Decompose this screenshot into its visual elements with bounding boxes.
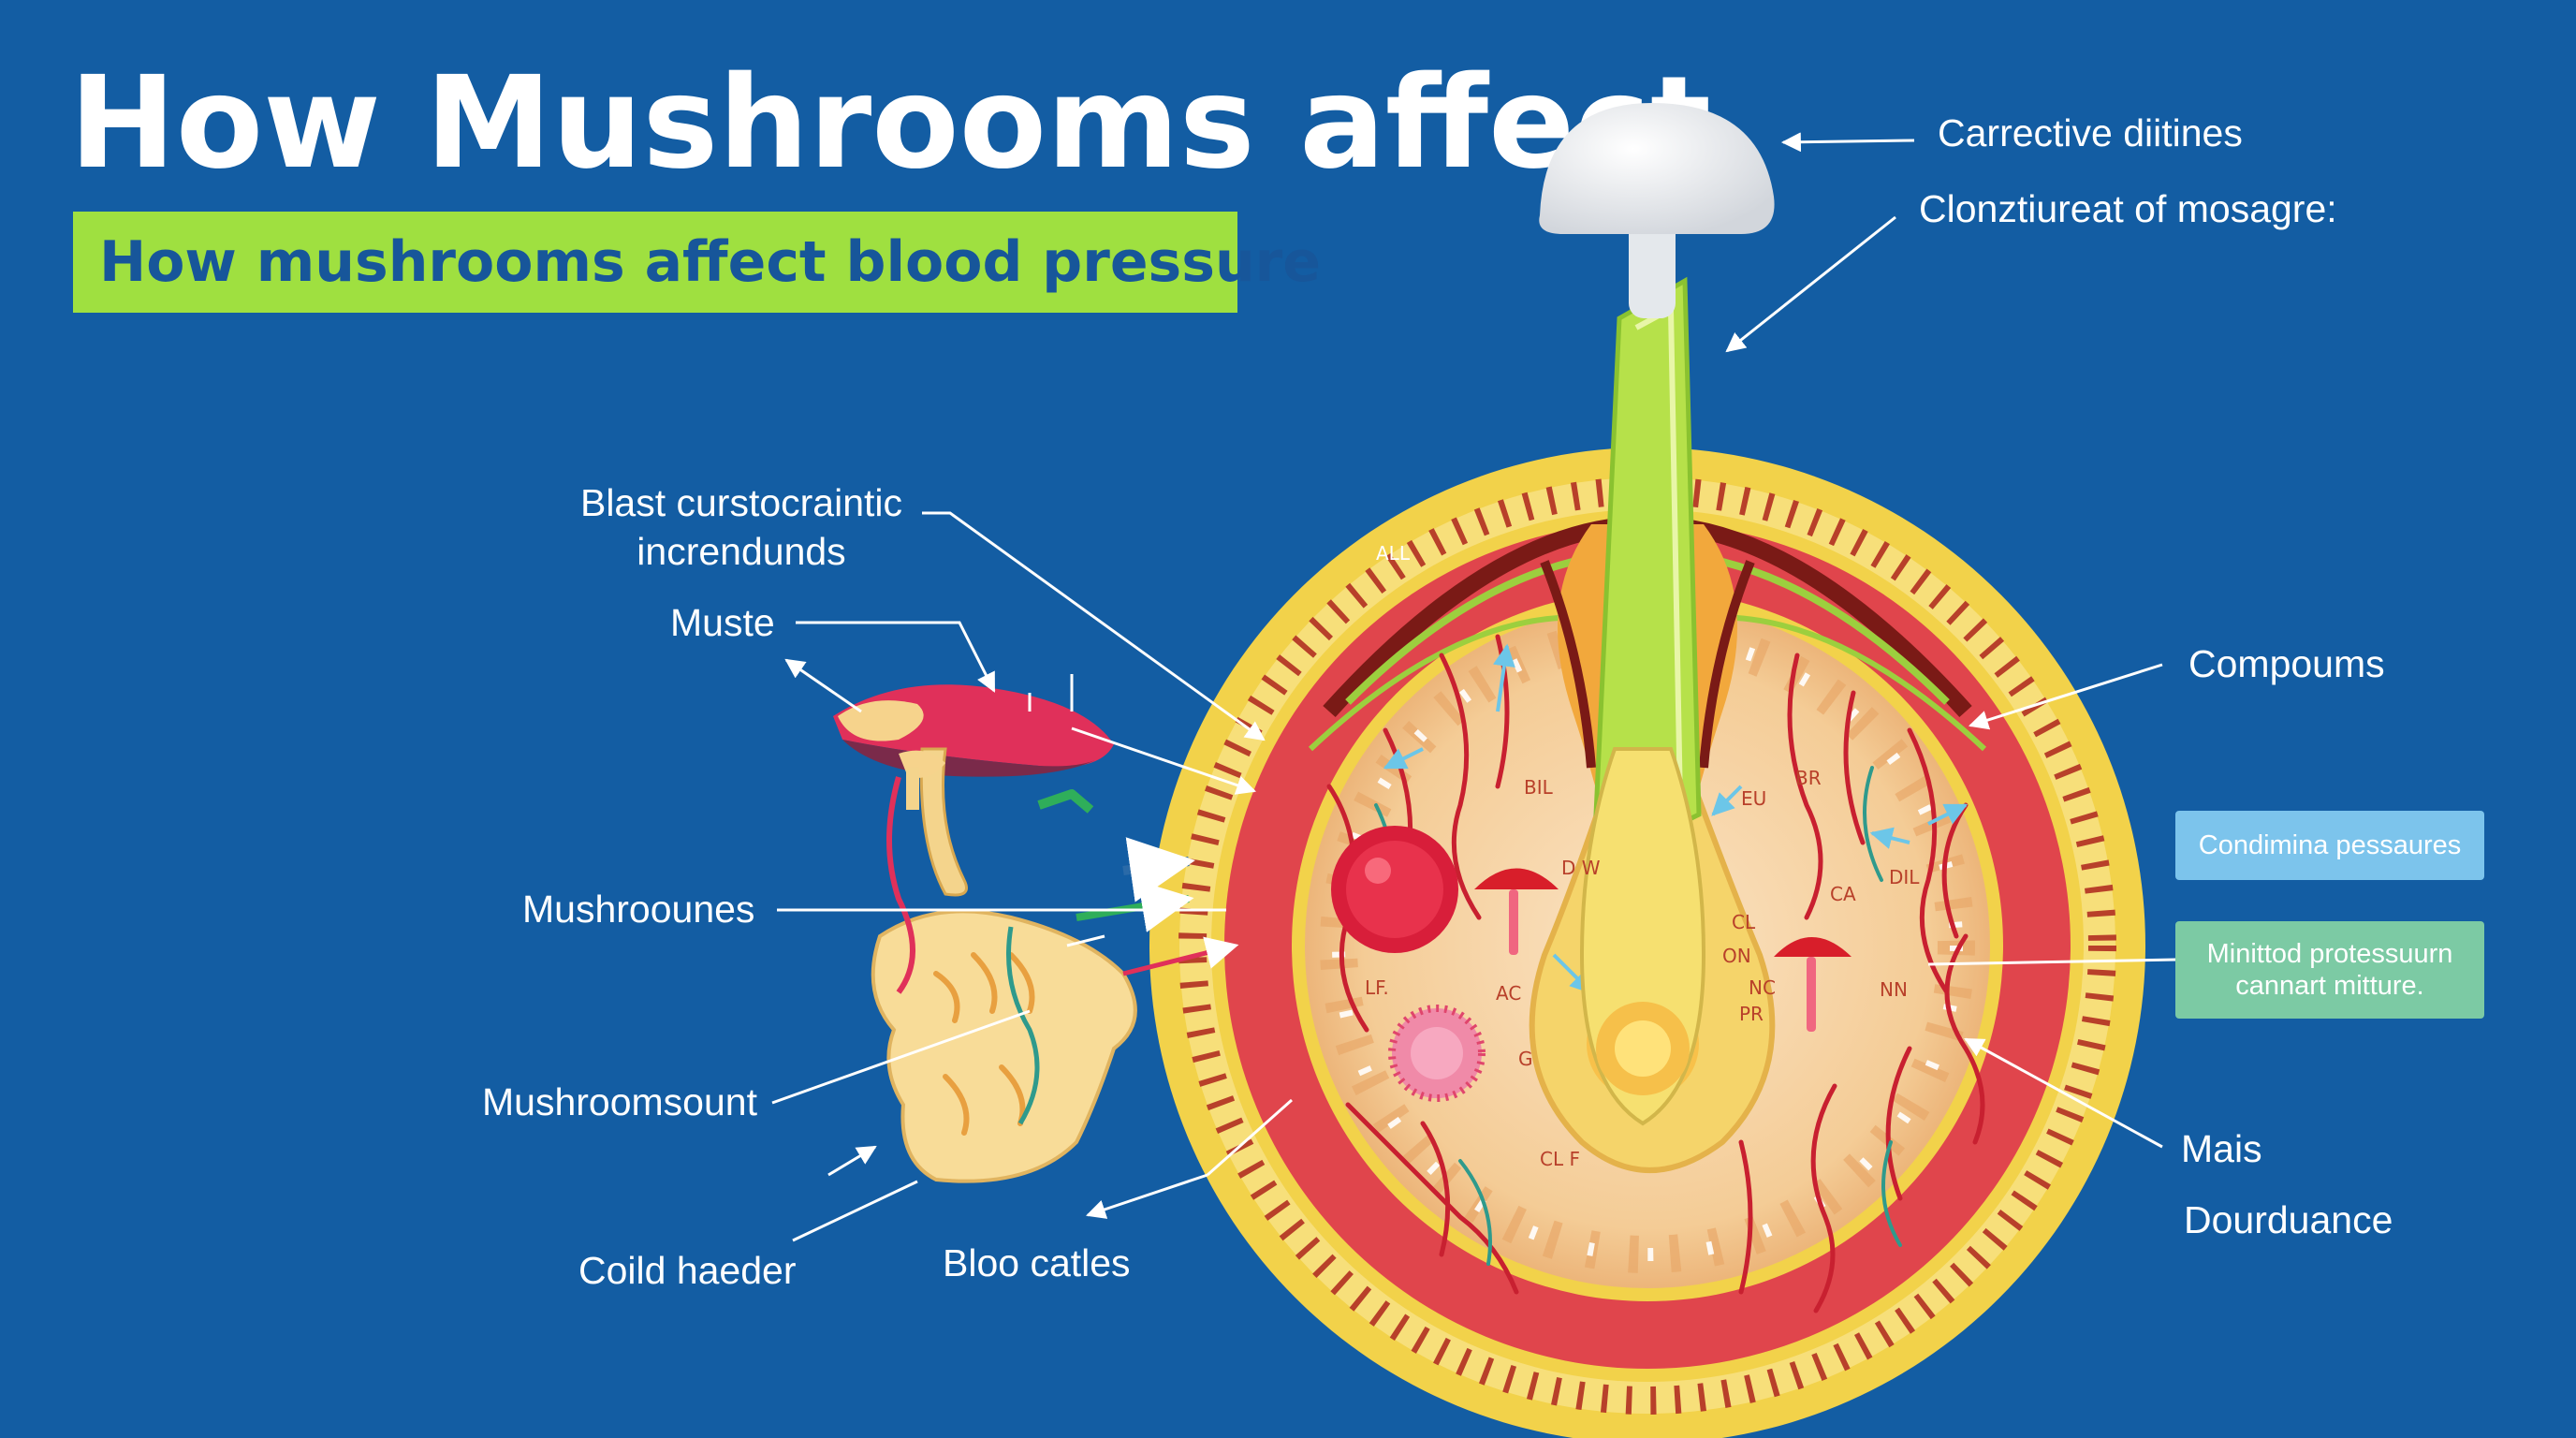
tiny-label-br: BR (1795, 767, 1822, 789)
info-box-minittod-line1: Minittod protessuurn (2206, 939, 2453, 969)
stem-with-mushroom (1539, 103, 1775, 1126)
page-title: How Mushrooms affect (69, 50, 1711, 198)
label-clonztiureat: Clonztiureat of mosagre: (1919, 187, 2337, 230)
tiny-label-ca: CA (1830, 883, 1856, 905)
tiny-labels: ALL BIL D W LF. AC G CL F EU BR CA DIL C… (1365, 542, 1920, 1170)
tiny-label-eu: EU (1741, 787, 1766, 810)
subtitle-banner: How mushrooms affect blood pressure (73, 212, 1321, 313)
label-mushroomsount: Mushroomsount (482, 1080, 757, 1123)
info-box-condimina: Condimina pessaures (2175, 811, 2484, 880)
label-mushroounes: Mushroounes (522, 888, 755, 931)
tiny-label-nc: NC (1749, 976, 1776, 999)
tiny-label-dil: DIL (1889, 866, 1920, 888)
info-box-condimina-text: Condimina pessaures (2198, 830, 2462, 860)
tiny-label-cl: CL (1732, 911, 1756, 933)
label-blast-line1: Blast curstocraintic (579, 481, 903, 524)
label-coild-haeder: Coild haeder (578, 1249, 797, 1292)
label-compoums: Compoums (2188, 642, 2385, 685)
label-blast-line2: increndunds (637, 530, 846, 573)
leader-lines (771, 132, 2177, 1242)
left-mushroom-cluster (833, 684, 1239, 1183)
tiny-label-on: ON (1722, 945, 1751, 967)
tiny-label-nn: NN (1880, 978, 1908, 1001)
tiny-label-clf: CL F (1540, 1148, 1580, 1170)
tiny-label-dw: D W (1561, 857, 1601, 879)
label-carrective: Carrective diitines (1938, 111, 2243, 154)
label-mais: Mais (2181, 1127, 2262, 1170)
tiny-label-bil: BIL (1524, 776, 1554, 799)
label-dourduance: Dourduance (2184, 1198, 2393, 1241)
tiny-label-lf: LF. (1365, 976, 1389, 999)
tiny-label-g: G (1518, 1048, 1533, 1070)
tiny-label-all: ALL (1376, 542, 1411, 565)
tiny-label-pr: PR (1739, 1003, 1764, 1025)
label-muste: Muste (670, 601, 775, 644)
info-box-minittod: Minittod protessuurn cannart mitture. (2175, 921, 2484, 1019)
label-bloo-catles: Bloo catles (943, 1241, 1131, 1284)
info-box-minittod-line2: cannart mitture. (2235, 971, 2424, 1001)
tiny-label-ac: AC (1496, 982, 1521, 1005)
